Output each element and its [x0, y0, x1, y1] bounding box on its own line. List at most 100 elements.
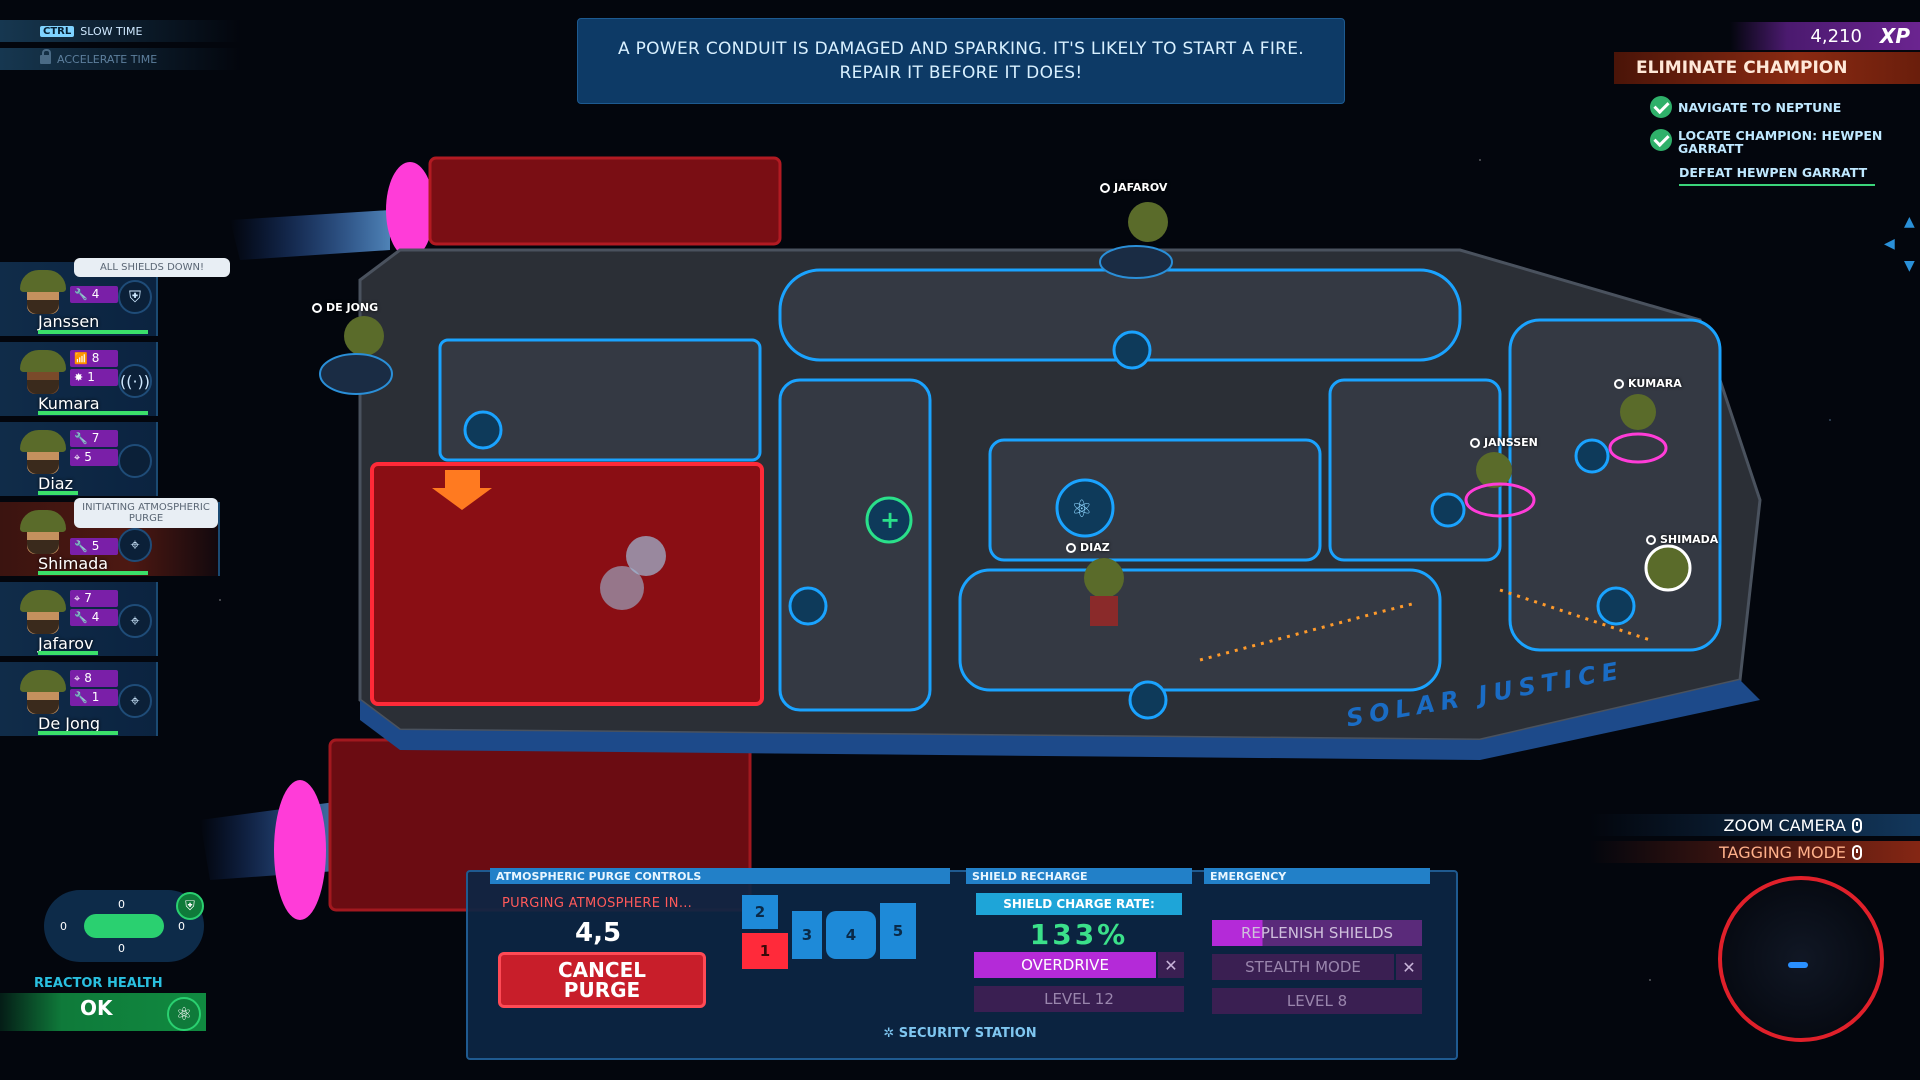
engine-thrust — [230, 210, 390, 260]
svg-text:+: + — [880, 506, 900, 534]
zoom-camera-control[interactable]: ZOOM CAMERA — [1590, 814, 1920, 836]
objective-progress-line — [1679, 184, 1875, 186]
check-icon — [1650, 96, 1672, 118]
room-upper-left[interactable] — [438, 338, 762, 462]
snowflake-icon[interactable] — [1596, 586, 1636, 626]
accelerate-time-control[interactable]: ACCELERATE TIME — [0, 48, 240, 70]
chevron-left-icon[interactable]: ◀ — [1884, 236, 1895, 252]
crew-token-kumara[interactable] — [1608, 394, 1668, 464]
crew-token-jafarov[interactable] — [1099, 202, 1173, 279]
room-comms[interactable] — [1328, 378, 1502, 562]
crew-token-janssen[interactable] — [1464, 452, 1536, 518]
speech-bubble: ALL SHIELDS DOWN! — [74, 258, 230, 277]
signal-icon — [1614, 378, 1624, 389]
medbay-cross-icon[interactable] — [865, 496, 913, 544]
objective-item: DEFEAT HEWPEN GARRATT — [1679, 165, 1920, 180]
objective-text: LOCATE CHAMPION: HEWPEN GARRATT — [1678, 128, 1883, 156]
cancel-purge-button[interactable]: CANCEL PURGE — [498, 952, 706, 1008]
engine-glow-bottom — [274, 780, 326, 920]
chevron-up-icon[interactable]: ▲ — [1904, 214, 1915, 230]
shield-top: 0 — [118, 898, 125, 911]
room-3-cell[interactable]: 3 — [792, 911, 822, 959]
magnet-icon[interactable] — [788, 586, 828, 626]
check-icon — [1650, 129, 1672, 151]
chevron-down-icon[interactable]: ▼ — [1904, 258, 1915, 274]
target-icon: ⌖ — [74, 451, 81, 464]
skill-badge: 📶8 — [70, 350, 118, 367]
emergency-section-title: EMERGENCY — [1204, 868, 1430, 884]
movement-path — [1199, 602, 1413, 662]
skill-badge: 🔧5 — [70, 538, 118, 555]
crew-token-shimada[interactable] — [1644, 544, 1692, 592]
snowflake-icon: ✲ — [883, 1026, 899, 1041]
target-role-icon: ⌖ — [118, 528, 152, 562]
room-5-cell[interactable]: 5 — [880, 903, 916, 959]
map-label-de-jong: DE JONG — [312, 301, 378, 314]
crew-portrait — [20, 590, 68, 636]
crew-name: Janssen — [38, 312, 100, 331]
target-icon — [1100, 182, 1110, 193]
tagging-mode-control[interactable]: TAGGING MODE — [1590, 841, 1920, 863]
zoom-camera-label: ZOOM CAMERA — [1723, 815, 1846, 835]
crosshair-icon[interactable] — [1128, 680, 1168, 720]
room-reactor[interactable] — [988, 438, 1322, 562]
crew-portrait — [20, 350, 68, 396]
crew-name: Shimada — [38, 554, 109, 573]
xp-counter: 4,210 XP — [1730, 22, 1920, 50]
crew-card-jafarov[interactable]: ⌖7 🔧4 ⌖ Jafarov — [0, 582, 158, 656]
reactor-atom-icon[interactable] — [1055, 478, 1115, 538]
crew-token-diaz[interactable] — [1084, 558, 1124, 626]
purge-room-map[interactable]: 2 1 3 4 5 — [742, 895, 922, 975]
health-bar — [38, 330, 148, 334]
objective-item: LOCATE CHAMPION: HEWPEN GARRATT — [1650, 129, 1920, 155]
shield-right: 0 — [178, 920, 185, 933]
stealth-close-icon[interactable]: ✕ — [1396, 954, 1422, 980]
shield-section-title: SHIELD RECHARGE — [966, 868, 1192, 884]
overdrive-button[interactable]: OVERDRIVE — [974, 952, 1156, 978]
alert-message: A POWER CONDUIT IS DAMAGED AND SPARKING.… — [577, 18, 1345, 104]
crew-card-diaz[interactable]: 🔧7 ⌖5 Diaz — [0, 422, 158, 496]
crosshair-icon[interactable] — [1112, 330, 1152, 370]
shield-bottom: 0 — [118, 942, 125, 955]
security-station-label: ✲ SECURITY STATION — [883, 1026, 1037, 1041]
slow-time-control[interactable]: Ctrl SLOW TIME — [0, 20, 240, 42]
xp-label: XP — [1879, 24, 1910, 48]
signal-station-icon[interactable] — [1574, 438, 1610, 474]
objective-title: ELIMINATE CHAMPION — [1614, 52, 1920, 84]
health-bar — [38, 491, 78, 495]
shield-badge-icon: ⛨ — [176, 892, 204, 920]
corridor-lower[interactable] — [958, 568, 1442, 692]
purge-status-label: PURGING ATMOSPHERE IN... — [502, 896, 693, 911]
crew-card-kumara[interactable]: 📶8 ✸1 ((·)) Kumara — [0, 342, 158, 416]
intruder-token[interactable] — [600, 536, 666, 610]
minimap[interactable] — [1718, 876, 1884, 1042]
purge-room[interactable] — [370, 462, 764, 706]
skill-badge: 🔧1 — [70, 689, 118, 706]
map-label-kumara: KUMARA — [1614, 377, 1682, 390]
skill-badge: 🔧4 — [70, 286, 118, 303]
room-1-cell[interactable]: 1 — [742, 933, 788, 969]
skill-badge: ⌖5 — [70, 449, 118, 466]
crew-token-de-jong[interactable] — [319, 316, 393, 395]
target-icon: ⌖ — [74, 592, 81, 605]
skill-badge: ✸1 — [70, 369, 118, 386]
health-bar — [38, 731, 118, 735]
room-2-cell[interactable]: 2 — [742, 895, 778, 929]
crew-card-shimada[interactable]: 🔧5 ⌖ Shimada — [0, 502, 220, 576]
crew-card-de-jong[interactable]: ⌖8 🔧1 ⌖ De Jong — [0, 662, 158, 736]
crew-portrait — [20, 670, 68, 716]
wrench-icon: 🔧 — [74, 288, 88, 301]
alert-arrow-icon — [432, 470, 492, 510]
crosshair-icon[interactable] — [463, 410, 503, 450]
health-bar — [38, 651, 98, 655]
star-icon — [1646, 534, 1656, 545]
shield-station-icon[interactable] — [1430, 492, 1466, 528]
overdrive-close-icon[interactable]: ✕ — [1158, 952, 1184, 978]
stealth-mode-button[interactable]: STEALTH MODE — [1212, 954, 1394, 980]
hull-side — [360, 680, 1760, 760]
room-medbay[interactable] — [778, 378, 932, 712]
xp-value: 4,210 — [1810, 25, 1862, 47]
room-4-cell[interactable]: 4 — [826, 911, 876, 959]
replenish-shields-button[interactable]: REPLENISH SHIELDS — [1212, 920, 1422, 946]
